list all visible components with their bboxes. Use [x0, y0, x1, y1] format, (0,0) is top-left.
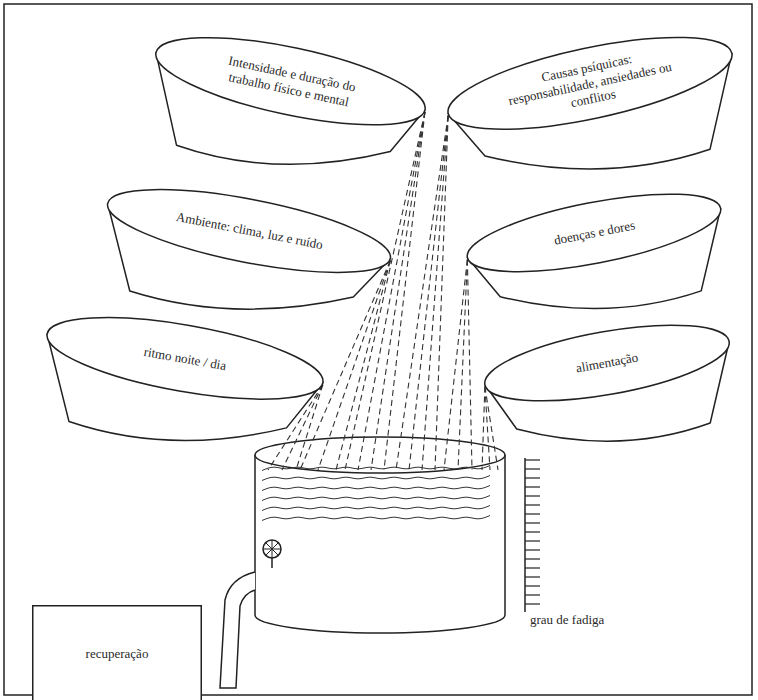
text-group: recuperação	[32, 605, 202, 700]
scale-tick	[525, 594, 540, 595]
basin: ritmo noite / dia	[40, 292, 330, 450]
basin-shape	[441, 19, 739, 169]
scale-tick	[525, 477, 540, 478]
scale-label: grau de fadiga	[530, 612, 604, 628]
scale-tick	[525, 603, 540, 604]
basin-outline	[478, 300, 736, 450]
scale-tick	[525, 504, 540, 505]
pour-line	[444, 260, 467, 470]
scale-tick	[525, 585, 540, 586]
basin-shape	[479, 310, 734, 441]
pour-line	[458, 260, 467, 470]
scale-tick	[525, 495, 540, 496]
pour-line	[384, 112, 425, 470]
pour-line	[396, 115, 448, 470]
basin-shape	[149, 20, 432, 165]
basin: Causas psíquicas: responsabilidade, ansi…	[440, 14, 740, 179]
water-wave	[262, 486, 490, 491]
basin-rim	[149, 20, 432, 143]
fatigue-tank	[220, 437, 505, 688]
basin-rim	[441, 19, 739, 149]
scale-tick	[525, 540, 540, 541]
water-wave	[262, 496, 490, 501]
tap-pipe	[220, 572, 255, 688]
basin: doenças e dores	[460, 172, 728, 317]
pour-line	[435, 115, 448, 470]
scale-ticks	[525, 460, 540, 604]
basin-shape	[41, 301, 328, 440]
scale-tick	[525, 486, 540, 487]
scale-axis	[524, 458, 526, 612]
basin-rim	[41, 301, 328, 415]
water-wave	[262, 506, 490, 511]
pour-line	[409, 115, 448, 470]
basin-shape	[462, 178, 727, 308]
scale-tick	[525, 522, 540, 523]
recovery-box: recuperação	[32, 605, 202, 700]
basin-outline	[100, 168, 398, 318]
water-wave	[262, 476, 490, 481]
scale-tick	[525, 513, 540, 514]
scale-tick	[525, 576, 540, 577]
pour-line	[422, 115, 448, 470]
box-label: recuperação	[86, 646, 149, 662]
water	[262, 466, 490, 521]
basin: Ambiente: clima, luz e ruído	[100, 168, 398, 318]
scale-tick	[525, 468, 540, 469]
basin-rim	[462, 178, 727, 287]
scale-tick	[525, 459, 540, 460]
water-wave	[262, 516, 490, 521]
basin: Intensidade e duração do trabalho físico…	[148, 14, 433, 174]
pour-line	[467, 260, 472, 470]
scale-tick	[525, 549, 540, 550]
basin: alimentação	[478, 300, 736, 450]
tank-rim	[255, 437, 505, 473]
tank-body	[255, 455, 505, 633]
basin-rim	[102, 173, 397, 290]
scale-tick	[525, 558, 540, 559]
pour-line	[485, 387, 490, 470]
valve-spokes	[263, 540, 281, 558]
pour-line	[482, 387, 485, 470]
box-border	[33, 606, 202, 700]
valve-wheel	[263, 540, 281, 558]
basin-shape	[102, 173, 397, 310]
frame	[4, 4, 752, 695]
basin-outline	[460, 172, 728, 317]
scale-tick	[525, 567, 540, 568]
basin-outline	[40, 292, 330, 450]
scale-tick	[525, 531, 540, 532]
pour-line	[371, 112, 425, 470]
fatigue-scale	[525, 458, 540, 612]
basin-rim	[479, 310, 734, 415]
water-wave	[262, 466, 490, 471]
